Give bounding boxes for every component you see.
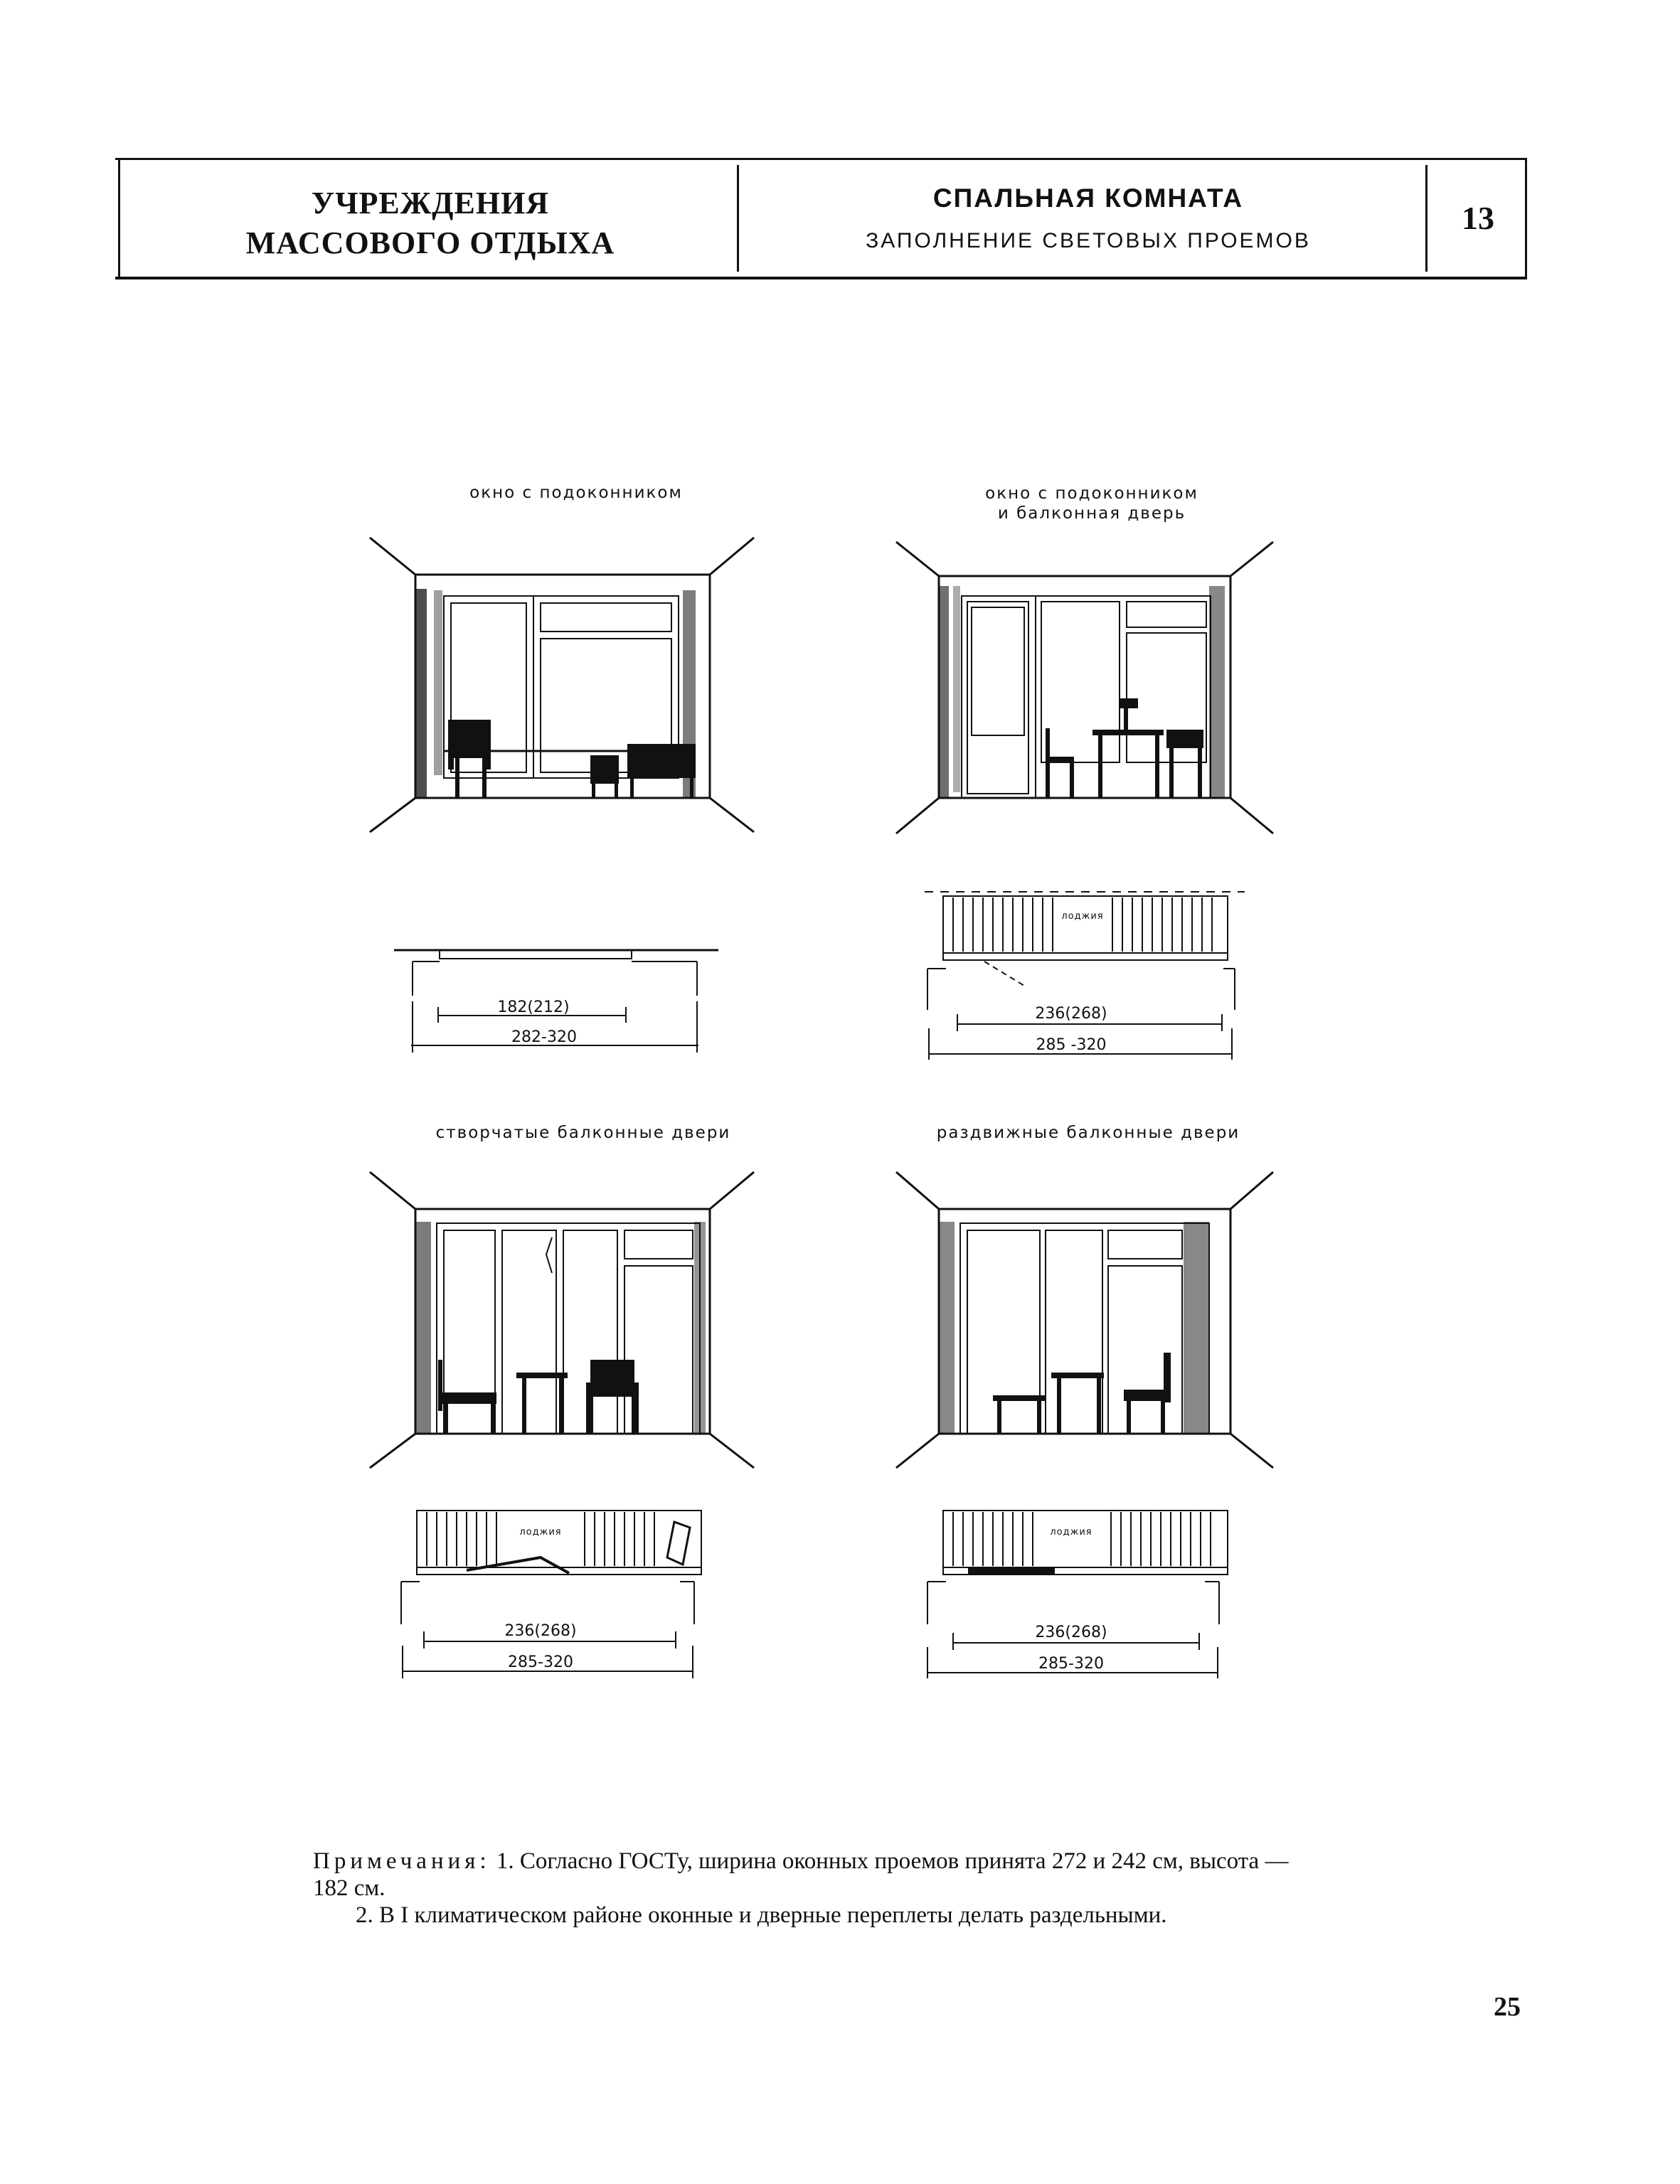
header-right-border [1525,158,1527,279]
page-title: СПАЛЬНАЯ КОМНАТА [932,183,1244,213]
figure-1-dim-inner: 182(212) [497,998,569,1016]
figure-4-dim-inner: 236(268) [1035,1624,1107,1641]
header-divider-1 [737,165,739,272]
figure-2-loggia-label: лоджия [1061,911,1103,922]
header-left-border [118,158,120,279]
figure-3-dim-outer: 285-320 [508,1653,573,1671]
note-1-text: 1. Согласно ГОСТу, ширина оконных проемо… [313,1848,1289,1901]
notes: Примечания: 1. Согласно ГОСТу, ширина ок… [313,1848,1309,1929]
figure-1-caption: окно с подоконником [469,484,683,502]
figure-2-dim-inner: 236(268) [1035,1005,1107,1023]
figure-3-dim-inner: 236(268) [504,1622,576,1640]
figure-4-caption: раздвижные балконные двери [936,1124,1240,1142]
header-top-rule [115,158,1527,160]
figure-2-dim-outer: 285 -320 [1036,1036,1107,1054]
notes-label: Примечания: [313,1848,491,1874]
note-2-text: 2. В I климатическом районе оконные и дв… [356,1902,1167,1928]
figure-4-loggia-label: лоджия [1050,1527,1092,1538]
figure-2-caption: окно с подоконником и балконная дверь [985,484,1198,523]
figure-1-dim-outer: 282-320 [511,1028,577,1046]
figure-3-caption: створчатые балконные двери [435,1124,731,1142]
header-bottom-rule [115,277,1527,279]
note-2: 2. В I климатическом районе оконные и дв… [313,1902,1309,1929]
figure-4-interior-elevation [895,1171,1274,1469]
page-number: 25 [1494,1992,1521,2022]
figure-3-interior-elevation [369,1171,755,1469]
figure-4-dim-outer: 285-320 [1038,1655,1104,1673]
section-title: УЧРЕЖДЕНИЯ МАССОВОГО ОТДЫХА [245,186,615,260]
figure-1-interior-elevation [369,536,755,833]
note-1: Примечания: 1. Согласно ГОСТу, ширина ок… [313,1848,1309,1902]
header-divider-2 [1425,165,1428,272]
figure-4-plan-dimensions: лоджия 236(268) 285-320 [927,1510,1228,1678]
figure-2-plan-dimensions: лоджия 236(268) 285 -320 [925,891,1245,1060]
figure-3-plan-dimensions: лоджия 236(268) 285-320 [400,1510,702,1678]
figure-1-plan-dimensions: 182(212) 282-320 [394,949,718,1053]
figure-2-interior-elevation [895,540,1274,835]
figure-3-loggia-label: лоджия [519,1527,561,1538]
page-subtitle: ЗАПОЛНЕНИЕ СВЕТОВЫХ ПРОЕМОВ [866,229,1311,252]
sheet-number: 13 [1462,200,1494,236]
